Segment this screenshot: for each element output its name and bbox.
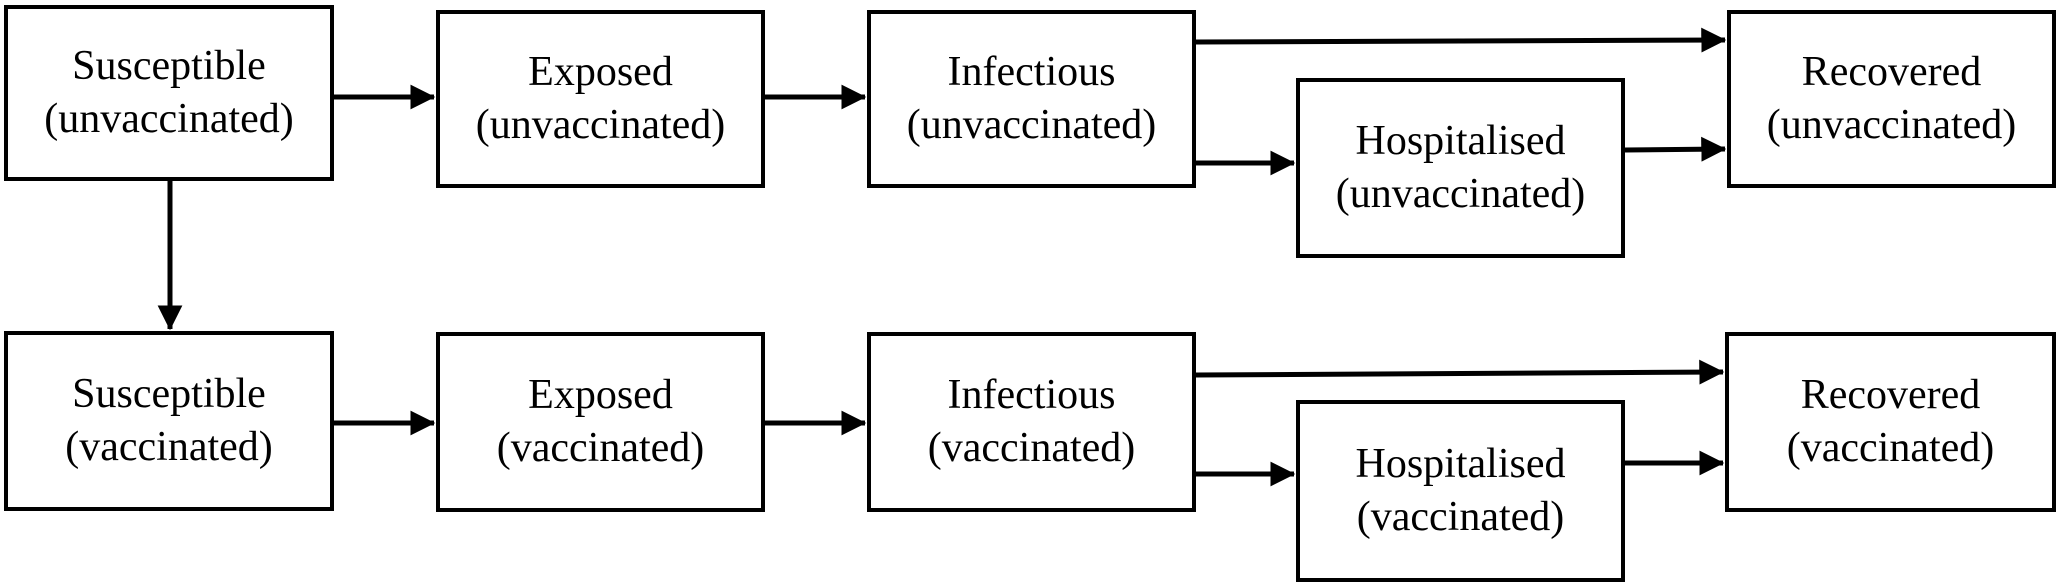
compartment-status: (vaccinated) bbox=[927, 425, 1136, 471]
exposed-vaccinated-box: Exposed (vaccinated) bbox=[436, 332, 765, 512]
compartment-name: Infectious bbox=[947, 49, 1116, 95]
compartment-name: Infectious bbox=[947, 372, 1116, 418]
compartment-name: Hospitalised bbox=[1355, 118, 1566, 164]
arrow-infectious-to-recovered-unvaccinated bbox=[1195, 27, 1727, 53]
susceptible-vaccinated-box: Susceptible (vaccinated) bbox=[4, 331, 334, 511]
compartment-status: (vaccinated) bbox=[496, 425, 705, 471]
compartment-status: (unvaccinated) bbox=[906, 102, 1157, 148]
compartment-name: Susceptible bbox=[72, 371, 266, 417]
recovered-unvaccinated-box: Recovered (unvaccinated) bbox=[1727, 10, 2056, 188]
arrow-infectious-to-recovered-vaccinated bbox=[1195, 359, 1725, 385]
infectious-vaccinated-box: Infectious (vaccinated) bbox=[867, 332, 1196, 512]
arrow-hospitalised-to-recovered-unvaccinated bbox=[1624, 136, 1727, 162]
compartment-name: Exposed bbox=[528, 372, 673, 418]
compartment-name: Exposed bbox=[528, 49, 673, 95]
hospitalised-vaccinated-box: Hospitalised (vaccinated) bbox=[1296, 400, 1625, 582]
susceptible-unvaccinated-box: Susceptible (unvaccinated) bbox=[4, 5, 334, 181]
hospitalised-unvaccinated-box: Hospitalised (unvaccinated) bbox=[1296, 78, 1625, 258]
compartment-name: Hospitalised bbox=[1355, 441, 1566, 487]
exposed-unvaccinated-box: Exposed (unvaccinated) bbox=[436, 10, 765, 188]
infectious-unvaccinated-box: Infectious (unvaccinated) bbox=[867, 10, 1196, 188]
compartment-name: Recovered bbox=[1800, 372, 1981, 418]
compartment-status: (vaccinated) bbox=[1786, 425, 1995, 471]
compartment-status: (unvaccinated) bbox=[44, 96, 294, 142]
compartment-status: (vaccinated) bbox=[65, 424, 273, 470]
compartment-status: (unvaccinated) bbox=[1766, 102, 2017, 148]
compartment-name: Susceptible bbox=[72, 43, 266, 89]
compartment-status: (unvaccinated) bbox=[475, 102, 726, 148]
recovered-vaccinated-box: Recovered (vaccinated) bbox=[1725, 332, 2056, 512]
compartment-name: Recovered bbox=[1801, 49, 1982, 95]
compartment-status: (unvaccinated) bbox=[1335, 171, 1586, 217]
compartment-status: (vaccinated) bbox=[1356, 494, 1565, 540]
